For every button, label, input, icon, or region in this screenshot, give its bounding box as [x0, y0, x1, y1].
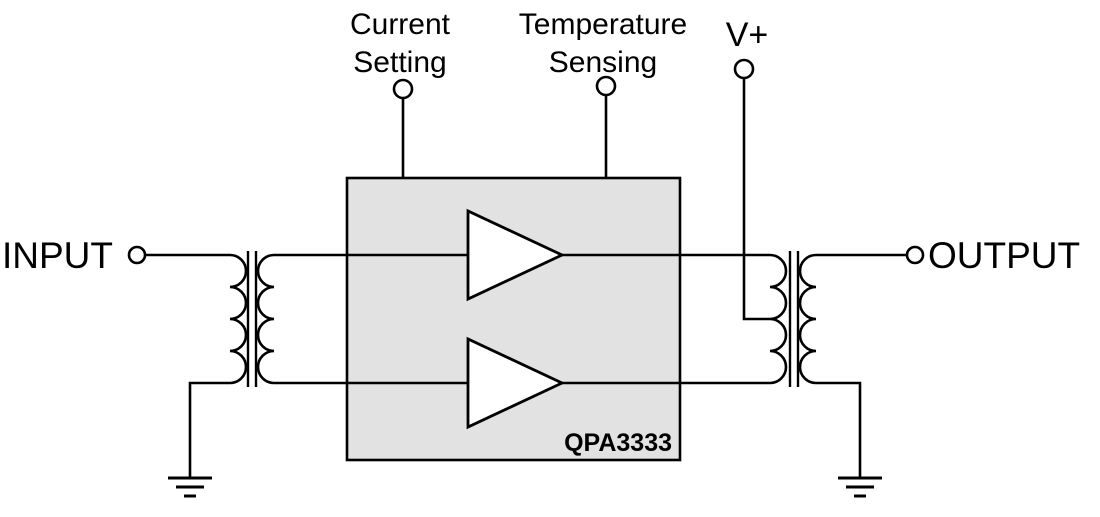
- ground-symbol-left-icon: [168, 476, 212, 498]
- input-terminal-icon: [127, 245, 147, 265]
- current-setting-label-line1: Current: [350, 8, 451, 41]
- input-transformer-secondary-coil: [256, 253, 275, 385]
- ground-symbol-right-icon: [838, 476, 882, 498]
- supply-label: V+: [726, 16, 769, 54]
- temperature-sensing-label-line2: Sensing: [549, 46, 657, 79]
- amplifier-top-icon: [466, 208, 566, 302]
- output-label: OUTPUT: [928, 235, 1080, 276]
- output-transformer-secondary-coil: [798, 253, 817, 385]
- supply-pin-icon: [733, 58, 755, 80]
- temperature-sensing-label-line1: Temperature: [519, 8, 687, 41]
- input-ground-wire: [188, 381, 230, 478]
- amplifier-bottom-icon: [466, 336, 566, 430]
- output-terminal-icon: [905, 245, 925, 265]
- temperature-sensing-pin-icon: [595, 75, 617, 97]
- current-setting-label-line2: Setting: [353, 46, 446, 79]
- amplifier-block: [345, 176, 682, 462]
- supply-wire: [742, 78, 770, 321]
- part-number-label: QPA3333: [564, 429, 672, 457]
- input-transformer-icon: [229, 251, 275, 387]
- input-label: INPUT: [2, 235, 113, 276]
- output-transformer-primary-coil: [769, 253, 788, 385]
- input-transformer-primary-coil: [229, 253, 248, 385]
- output-ground-wire: [816, 381, 862, 478]
- output-transformer-icon: [769, 251, 817, 387]
- current-setting-pin-icon: [392, 78, 414, 100]
